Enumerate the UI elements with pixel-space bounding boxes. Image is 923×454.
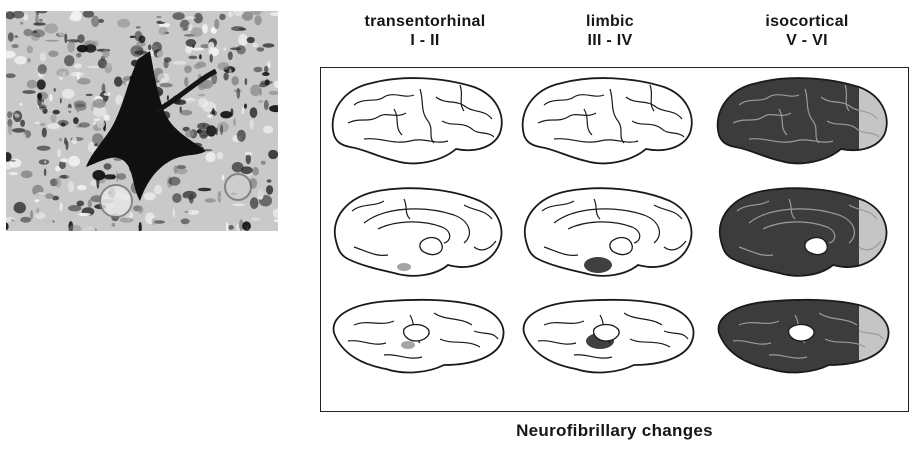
brain-transentorhinal-lateral — [333, 78, 502, 163]
stage-range: I - II — [325, 31, 525, 50]
brain-limbic-medial — [525, 188, 692, 276]
stage-name: isocortical — [707, 12, 907, 31]
brain-transentorhinal-basal — [334, 300, 504, 373]
brain-limbic-basal — [524, 300, 694, 373]
micrograph-texture — [6, 11, 278, 231]
stage-header-limbic: limbic III - IV — [510, 12, 710, 50]
figure-caption: Neurofibrillary changes — [320, 421, 909, 441]
brain-diagram-frame — [320, 67, 909, 412]
photomicrograph-image — [6, 11, 278, 231]
stage-header-transentorhinal: transentorhinal I - II — [325, 12, 525, 50]
brain-diagram-grid — [321, 68, 910, 413]
brain-limbic-lateral — [523, 78, 692, 163]
stage-range: V - VI — [707, 31, 907, 50]
brain-isocortical-basal — [709, 295, 899, 395]
stage-header-isocortical: isocortical V - VI — [707, 12, 907, 50]
stage-name: transentorhinal — [325, 12, 525, 31]
stage-range: III - IV — [510, 31, 710, 50]
stage-name: limbic — [510, 12, 710, 31]
brain-isocortical-lateral — [709, 75, 899, 175]
brain-transentorhinal-medial — [335, 188, 502, 276]
brain-isocortical-medial — [709, 185, 899, 285]
